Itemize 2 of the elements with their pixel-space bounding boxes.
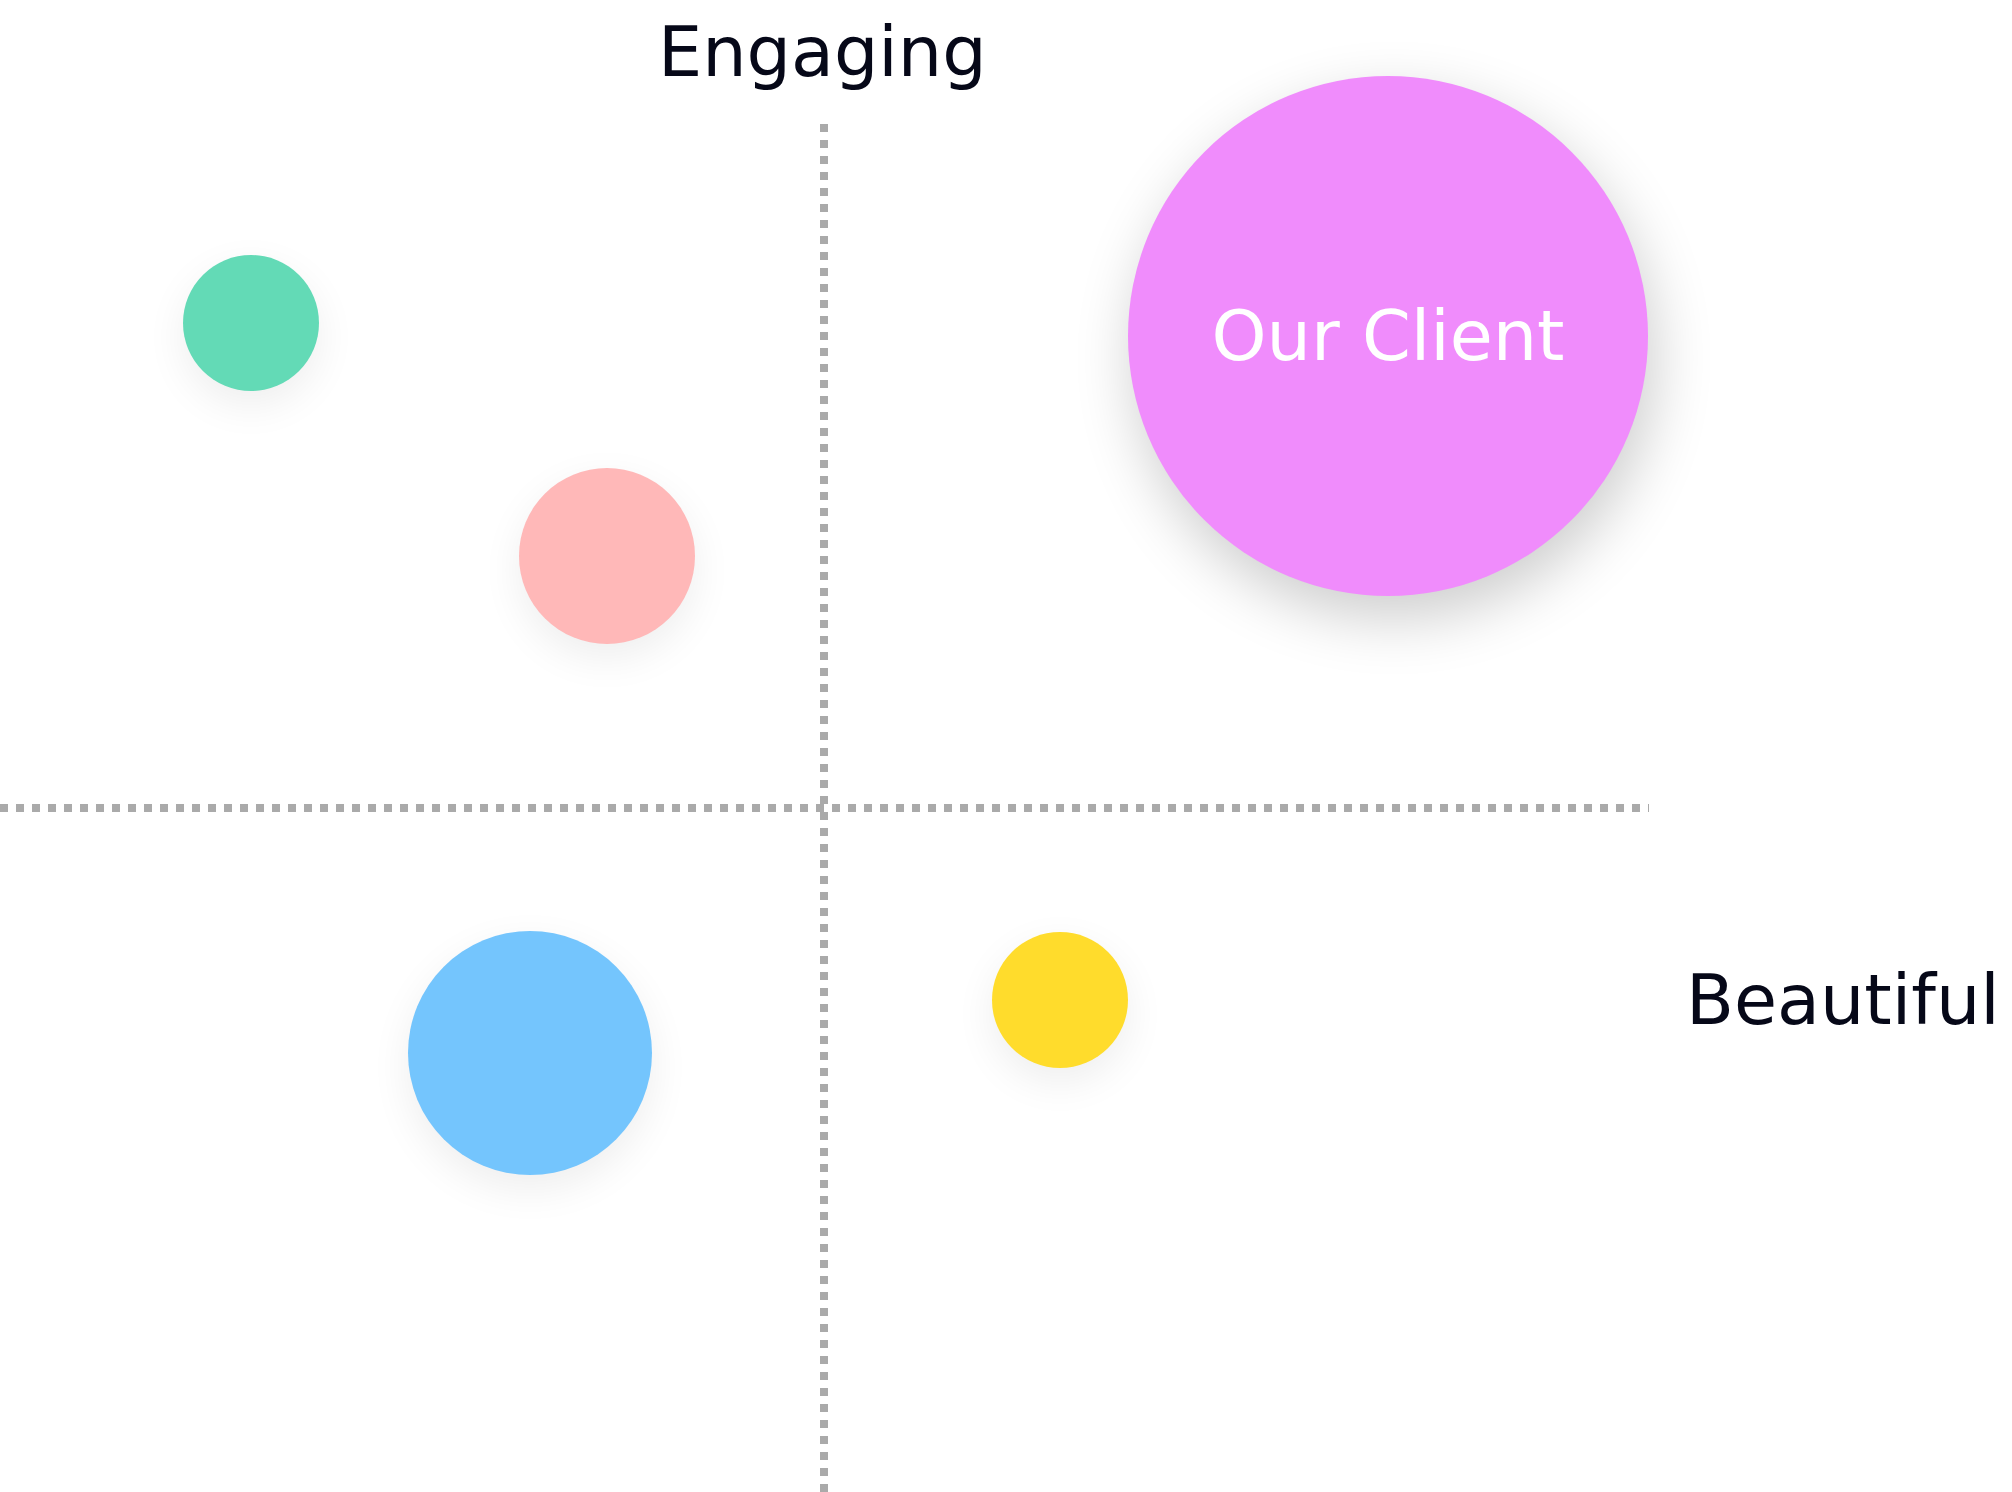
bubble-label: Our Client [1211,301,1565,371]
axis-label: Beautiful [1686,965,2000,1035]
